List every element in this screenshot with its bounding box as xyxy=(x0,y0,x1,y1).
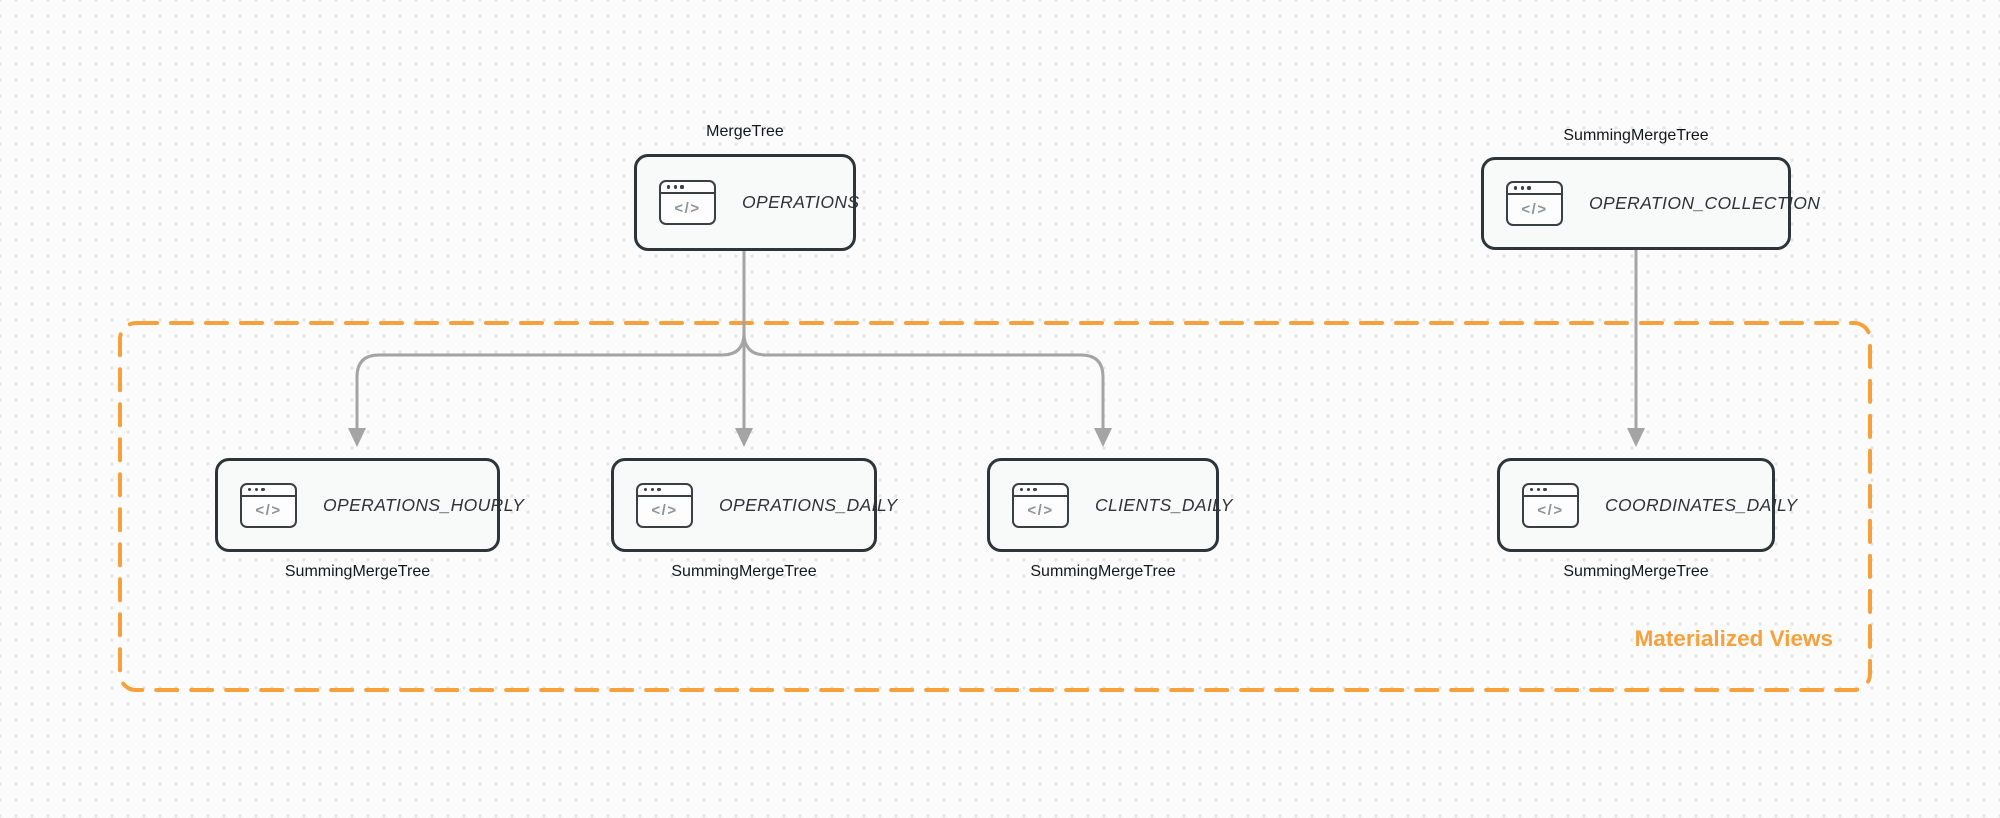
engine-label-coordinates-daily: SummingMergeTree xyxy=(1563,563,1709,580)
arrowhead-operations-hourly xyxy=(348,428,366,447)
engine-label-clients-daily: SummingMergeTree xyxy=(1030,563,1176,580)
code-window-icon: </> xyxy=(1012,482,1069,528)
arrowhead-coordinates-daily xyxy=(1627,428,1645,447)
node-operation-collection[interactable]: </> OPERATION_COLLECTION xyxy=(1481,157,1820,250)
code-glyph-icon: </> xyxy=(674,199,701,217)
code-window-icon: </> xyxy=(659,180,716,225)
code-glyph-icon: </> xyxy=(1027,502,1054,519)
code-glyph-icon: </> xyxy=(1521,200,1548,218)
node-title: OPERATIONS_DAILY xyxy=(719,494,898,515)
materialized-views-group-label: Materialized Views xyxy=(1634,626,1833,651)
code-window-icon: </> xyxy=(636,482,693,528)
window-dots-icon xyxy=(1524,485,1577,497)
code-window-icon: </> xyxy=(240,482,297,528)
window-dots-icon xyxy=(242,485,295,497)
arrowhead-clients-daily xyxy=(1094,428,1112,447)
arrowhead-operations-daily xyxy=(735,428,753,447)
node-title: CLIENTS_DAILY xyxy=(1095,494,1233,515)
code-glyph-icon: </> xyxy=(651,502,678,519)
engine-label-operations-hourly: SummingMergeTree xyxy=(284,563,431,580)
node-operations[interactable]: </> OPERATIONS xyxy=(634,154,860,251)
engine-label-operations-daily: SummingMergeTree xyxy=(671,563,817,580)
node-operations-hourly[interactable]: </> OPERATIONS_HOURLY xyxy=(215,458,524,552)
node-operations-daily[interactable]: </> OPERATIONS_DAILY xyxy=(611,458,897,552)
window-dots-icon xyxy=(1508,183,1561,195)
window-dots-icon xyxy=(661,182,714,194)
engine-label-operation-collection: SummingMergeTree xyxy=(1563,127,1709,144)
code-glyph-icon: </> xyxy=(1537,502,1564,519)
materialized-views-group-border xyxy=(118,321,1872,692)
node-coordinates-daily[interactable]: </> COORDINATES_DAILY xyxy=(1497,458,1797,552)
node-title: OPERATIONS_HOURLY xyxy=(323,494,525,515)
edge-operations-to-clients-daily xyxy=(742,249,1105,432)
engine-label-operations: MergeTree xyxy=(706,123,784,140)
code-window-icon: </> xyxy=(1506,181,1563,226)
node-clients-daily[interactable]: </> CLIENTS_DAILY xyxy=(987,458,1232,552)
window-dots-icon xyxy=(1014,485,1067,497)
node-title: OPERATION_COLLECTION xyxy=(1589,193,1821,213)
window-dots-icon xyxy=(638,485,691,497)
code-glyph-icon: </> xyxy=(255,502,282,519)
code-window-icon: </> xyxy=(1522,482,1579,528)
edge-operations-to-operations-hourly xyxy=(355,249,746,432)
node-title: OPERATIONS xyxy=(742,192,860,212)
node-title: COORDINATES_DAILY xyxy=(1605,494,1798,515)
